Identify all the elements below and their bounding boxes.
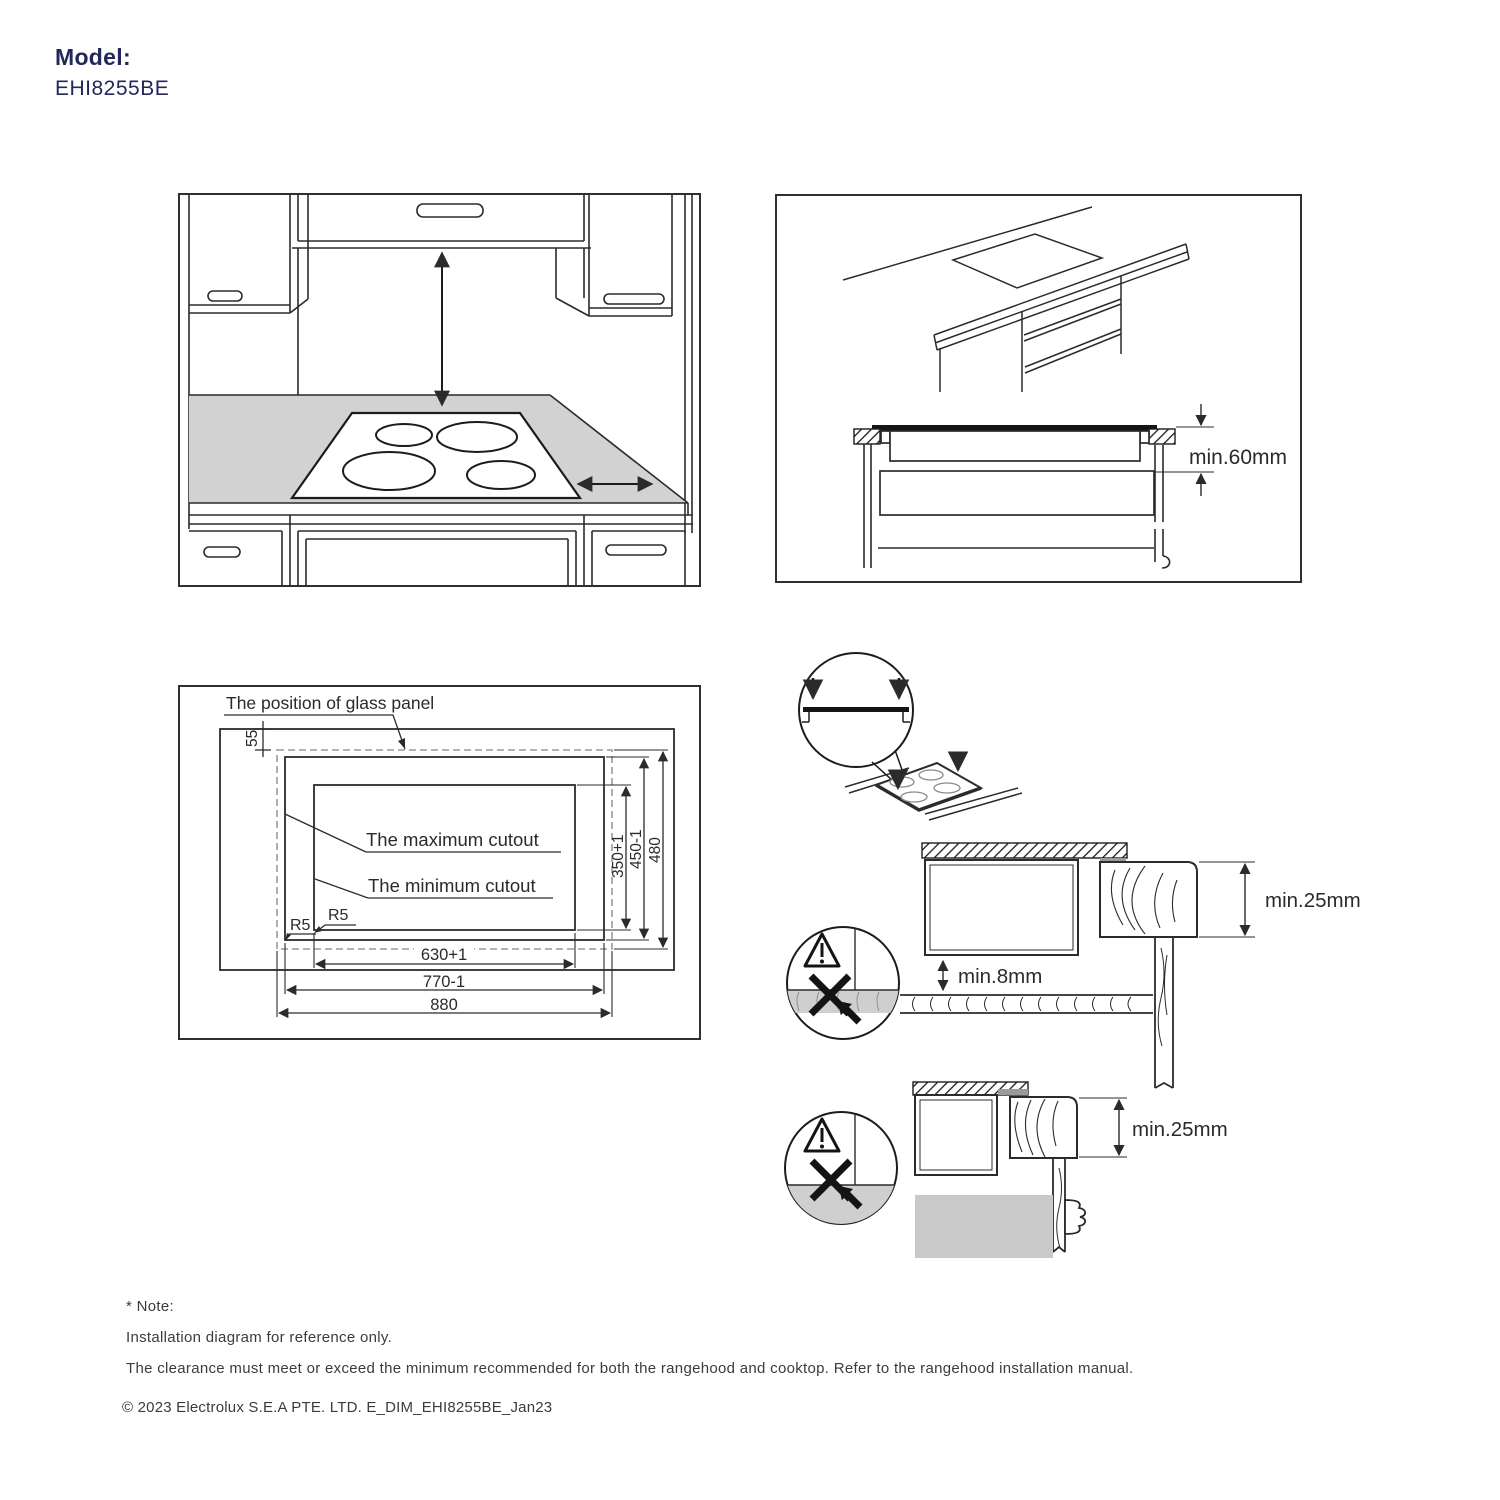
- panel-rangehood-clearance: [178, 193, 701, 587]
- maximum-cutout-outline: [284, 756, 605, 941]
- svg-text:55: 55: [244, 730, 261, 747]
- cooktop-body-section: [914, 1094, 998, 1176]
- glass-panel-position-label: The position of glass panel: [226, 693, 434, 713]
- warning-triangle-icon: [803, 1117, 841, 1153]
- svg-text:480: 480: [647, 837, 664, 863]
- cursor-arrow-icon: [839, 1186, 863, 1210]
- isometric-worktop: [842, 206, 1190, 392]
- min-25mm-label: min.25mm: [1265, 889, 1361, 912]
- dim-corner-radius-min: R5: [314, 907, 356, 933]
- cooktop-isometric-mini: [844, 761, 1023, 821]
- cabinet-side-plank: [1154, 937, 1174, 1089]
- flush-mount-section: min.25mm min.8mm: [786, 842, 1361, 1089]
- installation-details: min.25mm min.8mm: [775, 640, 1435, 1320]
- surface-mount-section: min.25mm: [784, 1081, 1228, 1258]
- minimum-cutout-outline: [313, 784, 576, 931]
- min-8mm-dimension: min.8mm: [937, 959, 1042, 992]
- notes-block: * Note: Installation diagram for referen…: [126, 1293, 1134, 1383]
- min-25mm-dimension-top: min.25mm: [1199, 861, 1361, 938]
- glass-panel-leader: [224, 714, 406, 750]
- model-number: EHI8255BE: [55, 77, 170, 100]
- press-down-arrow-icon: [802, 678, 910, 701]
- worktop-outline: [219, 728, 675, 971]
- shelf-plank: [900, 994, 1153, 1014]
- press-fit-detail: [798, 652, 1023, 821]
- burner-circles: [342, 421, 536, 491]
- cooktop-body-section: [889, 430, 1141, 462]
- cabinet-side-plank: [1052, 1158, 1066, 1253]
- dim-corner-radius-max: R5: [285, 917, 316, 941]
- note-line-2: The clearance must meet or exceed the mi…: [126, 1360, 1134, 1377]
- min-25mm-dimension-bottom: min.25mm: [1079, 1097, 1228, 1158]
- model-label: Model:: [55, 44, 131, 70]
- dim-min-cutout-width: 630+1: [313, 933, 576, 970]
- warning-badge: [784, 1111, 898, 1225]
- cursor-arrow-icon: [838, 1001, 862, 1025]
- worktop-wood-block: [1099, 861, 1198, 938]
- drawer-knob: [1064, 1199, 1087, 1235]
- min-60mm-label: min.60mm: [1189, 446, 1287, 469]
- glass-panel-outline: [276, 749, 613, 950]
- min-8mm-label: min.8mm: [958, 965, 1042, 988]
- min-60mm-dimension: min.60mm: [1155, 404, 1287, 496]
- installation-detail-diagram: min.25mm min.8mm: [784, 652, 1361, 1258]
- dim-glass-depth: 480: [614, 749, 669, 950]
- panel-cutout-plan: The position of glass panel 55 The maxim…: [178, 685, 701, 1040]
- panel-worktop-section: min.60mm: [775, 194, 1302, 583]
- upper-cabinets: [188, 195, 693, 533]
- svg-text:880: 880: [430, 996, 458, 1014]
- cooktop-body-section: [924, 859, 1079, 956]
- warning-triangle-icon: [803, 932, 841, 968]
- minimum-cutout-label-group: The minimum cutout: [314, 875, 553, 899]
- svg-text:350+1: 350+1: [610, 834, 627, 878]
- worktop-section-diagram: min.60mm: [842, 206, 1287, 569]
- min-25mm-label: min.25mm: [1132, 1118, 1228, 1141]
- worktop-cutout: [950, 233, 1105, 289]
- drawer-section: [879, 470, 1155, 516]
- svg-text:630+1: 630+1: [421, 946, 467, 964]
- svg-text:R5: R5: [290, 917, 311, 934]
- minimum-cutout-label: The minimum cutout: [368, 875, 536, 896]
- dim-panel-offset: 55: [244, 721, 271, 757]
- dim-max-cutout-width: 770-1: [284, 943, 605, 996]
- cooktop-glass-hatched: [921, 842, 1128, 859]
- worktop-wood-block: [1009, 1096, 1078, 1159]
- warning-badge: [786, 926, 900, 1040]
- dim-glass-width: 880: [276, 951, 613, 1019]
- note-title: * Note:: [126, 1298, 174, 1315]
- cutout-plan-diagram: The position of glass panel 55 The maxim…: [219, 693, 675, 1019]
- dim-min-cutout-depth: 350+1: [577, 784, 632, 931]
- rangehood-clearance-diagram: [188, 195, 693, 585]
- model-block: Model: EHI8255BE: [55, 44, 169, 101]
- cooktop: [289, 411, 583, 500]
- svg-text:450-1: 450-1: [628, 829, 645, 869]
- maximum-cutout-label-group: The maximum cutout: [284, 813, 561, 853]
- base-cabinets: [189, 515, 693, 585]
- maximum-cutout-label: The maximum cutout: [366, 829, 539, 850]
- svg-text:770-1: 770-1: [423, 973, 465, 991]
- copyright-text: © 2023 Electrolux S.E.A PTE. LTD. E_DIM_…: [122, 1399, 553, 1416]
- dim-max-cutout-depth: 450-1: [606, 756, 650, 941]
- worktop-cross-section: [853, 425, 1176, 569]
- svg-text:R5: R5: [328, 907, 349, 924]
- cooktop-glass-edge: [872, 425, 1157, 431]
- drawer-front-panel: [915, 1195, 1053, 1258]
- note-line-1: Installation diagram for reference only.: [126, 1329, 393, 1346]
